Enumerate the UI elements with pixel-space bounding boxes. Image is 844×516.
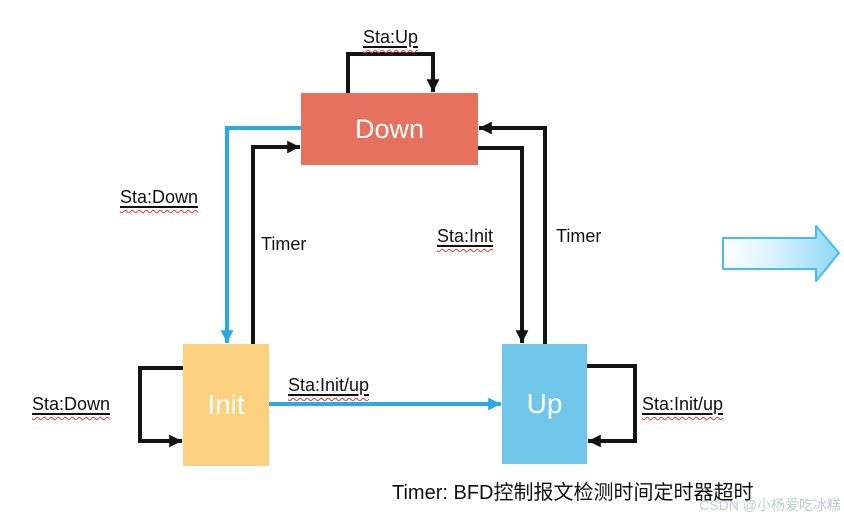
edge-down-to-up <box>478 146 529 343</box>
edge-init-to-down <box>251 140 300 344</box>
label-timer-left: Timer <box>261 234 307 254</box>
label-sta-init-up-right: Sta:Init/up <box>642 394 724 414</box>
csdn-watermark: CSDN @小杨爱吃冰糕 <box>699 497 841 513</box>
right-arrow-shape <box>722 225 840 282</box>
label-timer-right: Timer <box>556 226 602 246</box>
label-sta-down-upper: Sta:Down <box>120 187 199 207</box>
label-sta-down-lower: Sta:Down <box>32 394 111 414</box>
state-box-down: Down <box>301 93 478 165</box>
edge-up-to-down <box>479 121 547 344</box>
edge-init-self-loop <box>138 366 183 448</box>
label-sta-up: Sta:Up <box>362 27 419 47</box>
state-box-up: Up <box>502 344 587 464</box>
state-label-up: Up <box>526 388 563 419</box>
label-sta-init: Sta:Init <box>437 226 494 246</box>
edge-up-self-loop <box>587 364 637 448</box>
label-sta-init-up-center: Sta:Init/up <box>288 375 370 395</box>
edge-down-to-init <box>220 126 301 343</box>
state-label-init: Init <box>207 389 245 420</box>
timer-definition-caption: Timer: BFD控制报文检测时间定时器超时 <box>392 482 754 504</box>
state-box-init: Init <box>183 344 269 466</box>
state-label-down: Down <box>354 113 425 144</box>
edge-down-self-loop <box>346 52 440 93</box>
